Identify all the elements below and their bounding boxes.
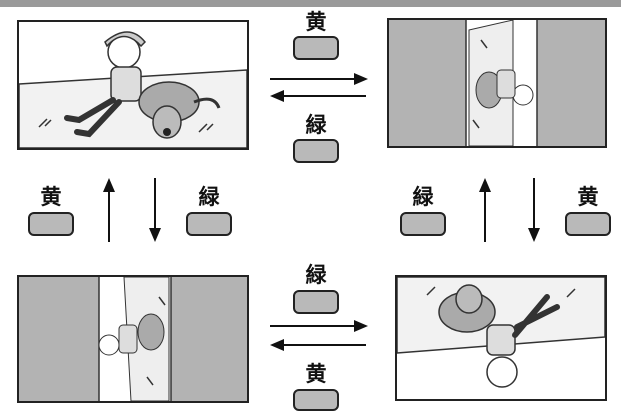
label-left-green: 緑 — [198, 185, 220, 209]
arrow-left-top — [270, 90, 366, 102]
green-button-right[interactable] — [400, 212, 446, 236]
label-top-yellow: 黄 — [305, 10, 327, 34]
arrow-right-bottom — [270, 320, 368, 332]
green-button-top[interactable] — [293, 139, 339, 163]
frame-rotated-portrait-alt — [17, 275, 249, 403]
label-top-green: 緑 — [305, 113, 327, 137]
yellow-button-right[interactable] — [565, 212, 611, 236]
yellow-button-bottom[interactable] — [293, 389, 339, 411]
label-right-green: 緑 — [412, 185, 434, 209]
green-button-left[interactable] — [186, 212, 232, 236]
arrow-up-left — [103, 178, 115, 242]
label-left-yellow: 黄 — [40, 185, 62, 209]
frame-upside-down — [395, 275, 607, 401]
green-button-bottom[interactable] — [293, 290, 339, 314]
rotated-illustration — [389, 19, 605, 147]
label-bottom-green: 緑 — [305, 263, 327, 287]
frame-normal — [17, 20, 249, 150]
arrow-left-bottom — [270, 339, 366, 351]
rotated-illustration-alt — [19, 276, 247, 402]
arrow-down-right — [528, 178, 540, 242]
boy-with-dog-illustration — [18, 31, 248, 149]
label-right-yellow: 黄 — [577, 185, 599, 209]
arrow-down-left — [149, 178, 161, 242]
upside-down-illustration — [396, 276, 606, 388]
yellow-button-left[interactable] — [28, 212, 74, 236]
arrow-right-top — [270, 73, 368, 85]
frame-rotated-portrait — [387, 18, 607, 148]
arrow-up-right — [479, 178, 491, 242]
yellow-button-top[interactable] — [293, 36, 339, 60]
top-bar — [0, 0, 621, 7]
label-bottom-yellow: 黄 — [305, 362, 327, 386]
